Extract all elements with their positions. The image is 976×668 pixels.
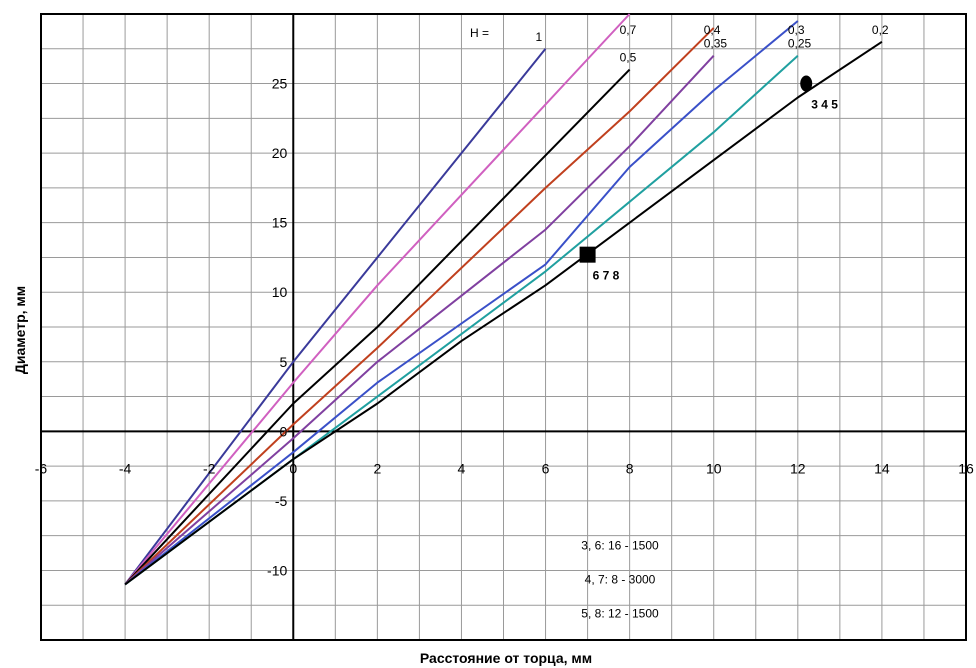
series-line-4 bbox=[124, 27, 715, 586]
series-label-2: 0,7 bbox=[620, 23, 637, 37]
marker-label-2: 6 7 8 bbox=[593, 269, 620, 283]
y-tick-label: 5 bbox=[279, 354, 287, 370]
y-tick-label: 25 bbox=[272, 76, 288, 92]
markers: 3 4 5 6 7 8 bbox=[579, 75, 838, 283]
annotation-line-3: 5, 8: 12 - 1500 bbox=[581, 607, 659, 621]
y-tick-label: 0 bbox=[279, 423, 287, 439]
series-label-6: 0,3 bbox=[788, 23, 805, 37]
series-line-6 bbox=[124, 20, 799, 586]
series-line-2 bbox=[124, 13, 631, 586]
marker-square bbox=[579, 246, 596, 263]
x-tick-label: 0 bbox=[289, 460, 297, 476]
annotation-line-1: 3, 6: 16 - 1500 bbox=[581, 539, 659, 553]
x-axis-title: Расстояние от торца, мм bbox=[420, 650, 592, 666]
series-label-3: 0,5 bbox=[620, 51, 637, 65]
series-labels: 1 0,7 0,5 0,40,35 0,30,25 0,2 bbox=[536, 23, 889, 65]
h-prefix-label: H = bbox=[470, 26, 489, 40]
series-label-1: 1 bbox=[536, 30, 543, 44]
y-tick-label: -5 bbox=[275, 493, 288, 509]
x-tick-label: 6 bbox=[542, 460, 550, 476]
x-tick-label: -6 bbox=[35, 460, 48, 476]
x-tick-label: 14 bbox=[874, 460, 890, 476]
y-tick-label: 10 bbox=[272, 284, 288, 300]
annotations: 3, 6: 16 - 1500 4, 7: 8 - 3000 5, 8: 12 - … bbox=[581, 539, 659, 621]
y-tick-label: 20 bbox=[272, 145, 288, 161]
series-label-4: 0,4 bbox=[704, 23, 721, 37]
y-axis-title: Диаметр, мм bbox=[12, 286, 28, 374]
series-line-8 bbox=[124, 40, 883, 586]
x-tick-labels: -6 -4 -2 0 2 4 6 8 10 12 14 16 bbox=[35, 460, 974, 476]
series-label-5: 0,35 bbox=[704, 37, 728, 51]
x-tick-label: 16 bbox=[958, 460, 974, 476]
x-tick-label: -4 bbox=[119, 460, 132, 476]
marker-label-1: 3 4 5 bbox=[811, 98, 838, 112]
y-tick-label: -10 bbox=[267, 562, 287, 578]
series-layer bbox=[124, 13, 883, 586]
axes bbox=[41, 14, 966, 640]
x-tick-label: 4 bbox=[458, 460, 466, 476]
x-tick-label: 8 bbox=[626, 460, 634, 476]
series-line-3 bbox=[124, 68, 631, 586]
x-tick-label: 10 bbox=[706, 460, 722, 476]
plot-border bbox=[40, 13, 967, 641]
series-line-1 bbox=[124, 48, 547, 586]
x-tick-label: 2 bbox=[373, 460, 381, 476]
y-tick-labels: -10 -5 0 5 10 15 20 25 bbox=[267, 76, 287, 579]
series-label-8: 0,2 bbox=[872, 23, 889, 37]
series-line-5 bbox=[124, 55, 715, 586]
series-label-7: 0,25 bbox=[788, 37, 812, 51]
annotation-line-2: 4, 7: 8 - 3000 bbox=[585, 573, 656, 587]
marker-circle bbox=[800, 75, 813, 92]
x-tick-label: 12 bbox=[790, 460, 806, 476]
y-tick-label: 15 bbox=[272, 215, 288, 231]
x-tick-label: -2 bbox=[203, 460, 216, 476]
